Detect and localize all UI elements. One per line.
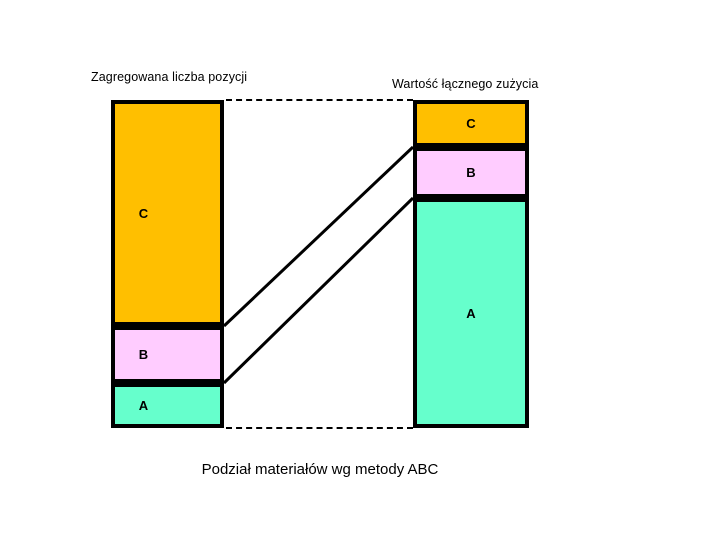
left-bar-segment-a: A — [111, 383, 224, 428]
left-bar-segment-b-label: B — [138, 347, 149, 362]
right-bar-segment-c: C — [413, 100, 529, 147]
bottom-dashed-guide-line — [226, 427, 413, 429]
left-bar-segment-c: C — [111, 100, 224, 326]
connector-line-ba — [222, 196, 415, 385]
left-bar-segment-c-label: C — [138, 205, 149, 221]
right-stacked-bar: C B A — [413, 100, 529, 428]
right-bar-segment-b-label: B — [466, 165, 476, 180]
right-bar-segment-a: A — [413, 198, 529, 428]
left-bar-segment-b: B — [111, 326, 224, 383]
right-column-header: Wartość łącznego zużycia — [392, 77, 539, 91]
connector-line-cb — [222, 145, 415, 328]
right-bar-segment-a-label: A — [466, 305, 476, 321]
left-bar-segment-a-label: A — [138, 398, 149, 413]
figure-caption: Podział materiałów wg metody ABC — [201, 461, 439, 478]
left-stacked-bar: C B A — [111, 100, 224, 428]
top-dashed-guide-line — [226, 99, 413, 101]
left-column-header: Zagregowana liczba pozycji — [91, 70, 248, 84]
right-bar-segment-c-label: C — [466, 116, 476, 131]
right-bar-segment-b: B — [413, 147, 529, 198]
